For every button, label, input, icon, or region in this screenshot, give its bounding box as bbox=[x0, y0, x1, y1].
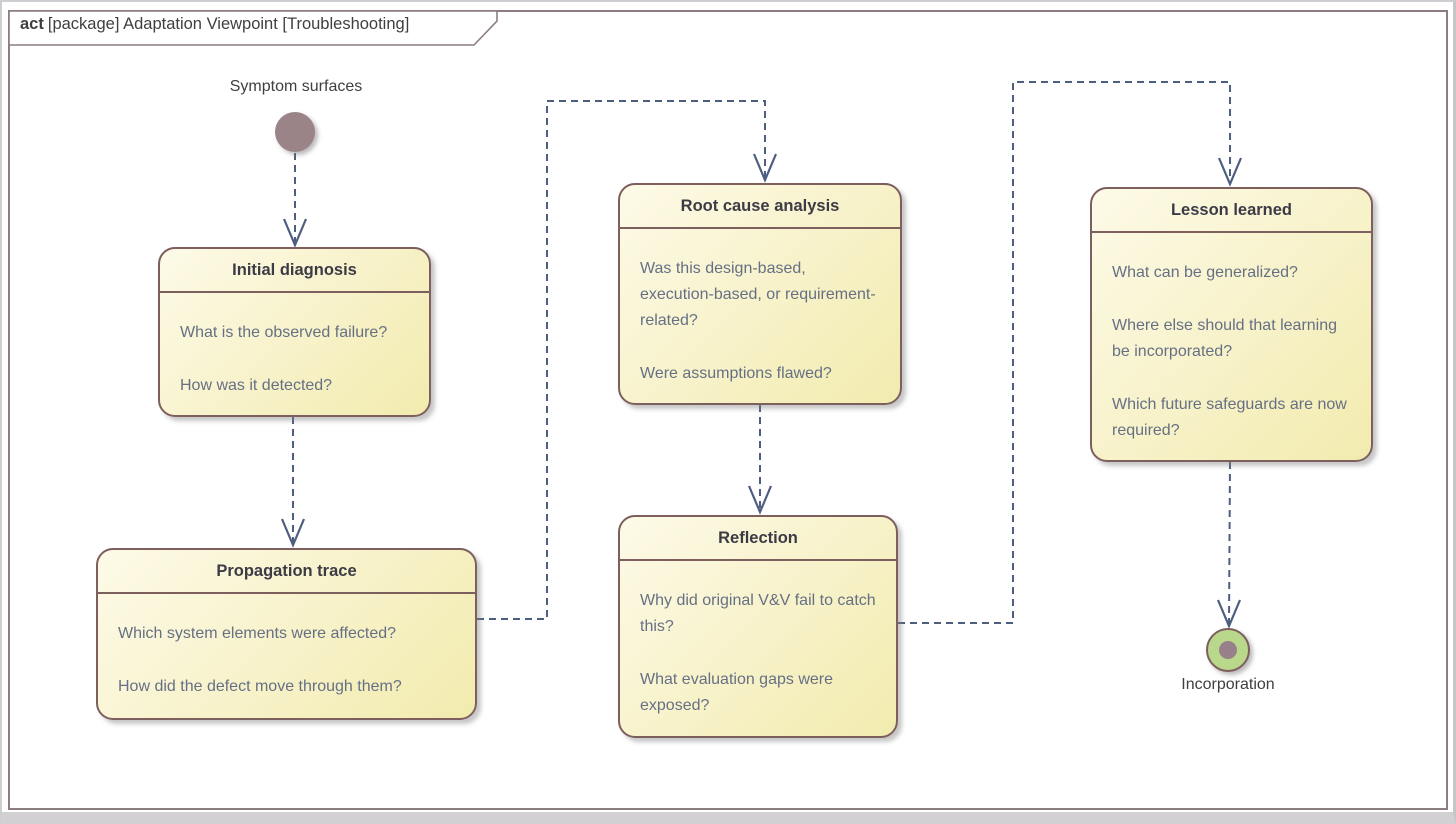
activity-question: What evaluation gaps were exposed? bbox=[640, 671, 833, 714]
activity-question: Which future safeguards are now required… bbox=[1112, 396, 1347, 439]
end-node-label: Incorporation bbox=[1181, 676, 1275, 693]
activity-title: Initial diagnosis bbox=[160, 249, 429, 293]
activity-lesson-learned[interactable]: Lesson learned What can be generalized? … bbox=[1090, 187, 1373, 462]
diagram-frame bbox=[8, 10, 1448, 810]
activity-question: How did the defect move through them? bbox=[118, 678, 402, 695]
end-node-inner-dot bbox=[1219, 641, 1237, 659]
activity-question: What is the observed failure? bbox=[180, 324, 388, 341]
activity-title: Lesson learned bbox=[1092, 189, 1371, 233]
activity-body: Was this design-based, execution-based, … bbox=[620, 229, 900, 420]
start-node-label: Symptom surfaces bbox=[229, 78, 363, 95]
activity-question: Which system elements were affected? bbox=[118, 625, 397, 642]
activity-question: Why did original V&V fail to catch this? bbox=[640, 592, 876, 635]
activity-body: Which system elements were affected? How… bbox=[98, 594, 475, 733]
activity-title: Propagation trace bbox=[98, 550, 475, 594]
activity-body: What can be generalized? Where else shou… bbox=[1092, 233, 1371, 477]
activity-title: Root cause analysis bbox=[620, 185, 900, 229]
frame-title: act[package] Adaptation Viewpoint [Troub… bbox=[20, 15, 409, 34]
activity-root-cause-analysis[interactable]: Root cause analysis Was this design-base… bbox=[618, 183, 902, 405]
activity-reflection[interactable]: Reflection Why did original V&V fail to … bbox=[618, 515, 898, 738]
activity-question: Was this design-based, execution-based, … bbox=[640, 260, 876, 329]
activity-question: Where else should that learning be incor… bbox=[1112, 317, 1338, 360]
activity-body: Why did original V&V fail to catch this?… bbox=[620, 561, 896, 752]
activity-title: Reflection bbox=[620, 517, 896, 561]
activity-question: What can be generalized? bbox=[1112, 264, 1298, 281]
start-node-icon[interactable] bbox=[275, 112, 315, 152]
activity-initial-diagnosis[interactable]: Initial diagnosis What is the observed f… bbox=[158, 247, 431, 417]
frame-title-pentagon bbox=[8, 10, 498, 46]
frame-title-text: [package] Adaptation Viewpoint [Troubles… bbox=[47, 15, 410, 33]
end-node-icon[interactable] bbox=[1206, 628, 1250, 672]
frame-keyword: act bbox=[20, 15, 44, 33]
activity-question: Were assumptions flawed? bbox=[640, 365, 832, 382]
activity-question: How was it detected? bbox=[180, 377, 333, 394]
activity-body: What is the observed failure? How was it… bbox=[160, 293, 429, 432]
activity-propagation-trace[interactable]: Propagation trace Which system elements … bbox=[96, 548, 477, 720]
